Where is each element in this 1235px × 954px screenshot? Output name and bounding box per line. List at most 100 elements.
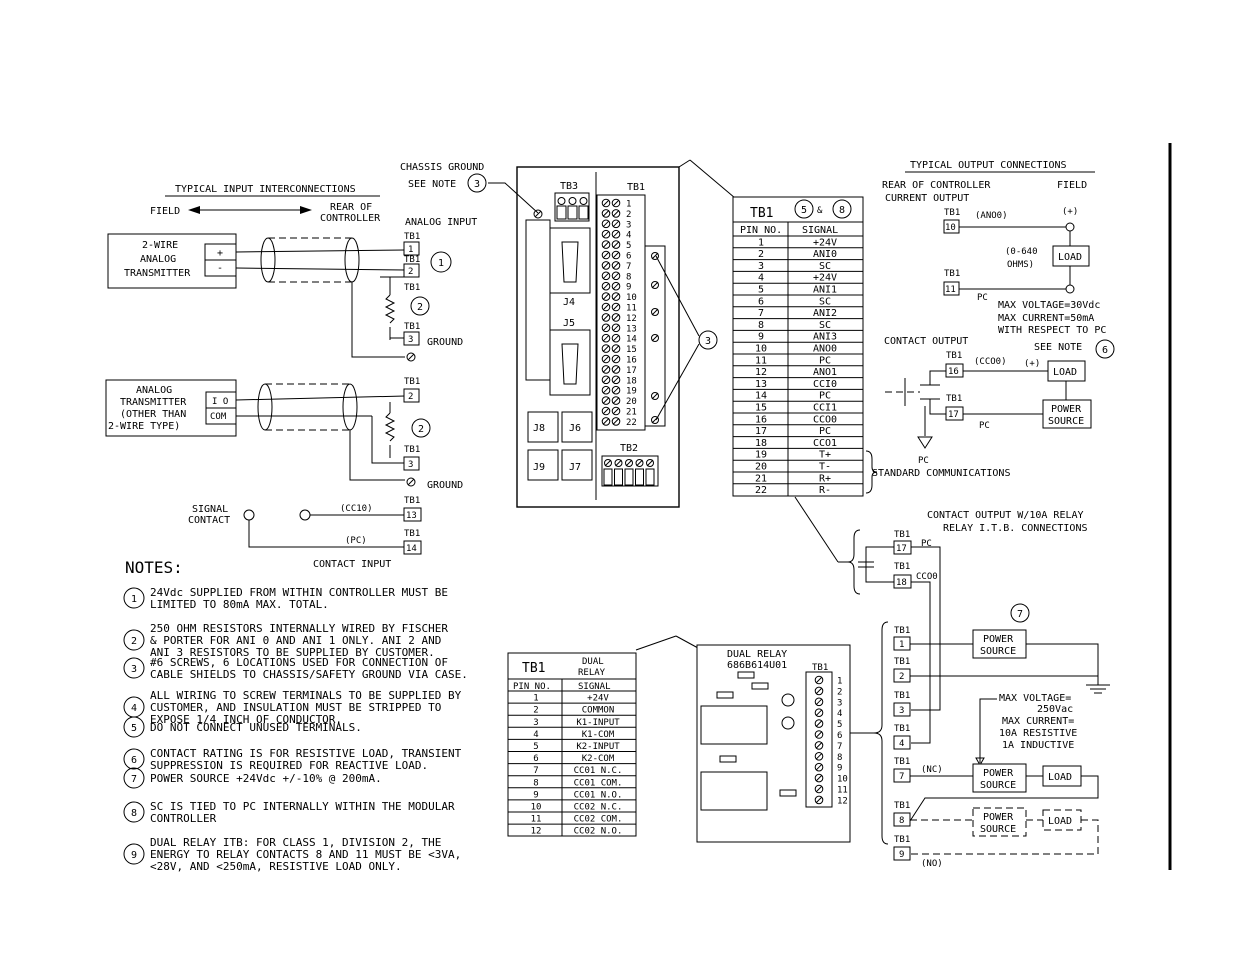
tb1-col-pin: PIN NO. [740,225,782,236]
cable-shield-ellipse [344,237,360,283]
label-text: TB1 [894,724,910,734]
callout-1 [430,251,452,273]
load-box-1 [1052,245,1090,267]
pc-label: (PC) [345,536,367,546]
dual-row-pin: 7 [533,766,538,776]
relay-term-number: 10 [837,775,848,785]
label-text: TB1 [894,801,910,811]
note-text-line: SC IS TIED TO PC INTERNALLY WITHIN THE M… [150,800,455,813]
tb1-term-number: 21 [626,408,637,418]
dual-row-signal: K2-INPUT [576,742,620,752]
relay-term-number: 9 [837,764,842,774]
relay-no-label: (NO) [921,859,943,869]
tb1-row-pin: 19 [755,450,767,461]
circle-shape [1065,222,1075,232]
circle-shape [611,396,621,405]
dual-row-pin: 8 [533,778,538,788]
circle-shape [1010,603,1030,623]
note-text-line: POWER SOURCE +24Vdc +/-10% @ 200mA. [150,772,382,785]
note-number: 1 [131,594,137,605]
tb1-row-signal: SC [819,320,831,331]
label-text: RELAY [578,668,606,678]
outline-box [578,205,589,220]
label-text: TB1 [944,208,960,218]
wire-line [602,386,610,394]
wire-line [651,252,659,260]
label-text: LOAD [1053,367,1077,378]
circle-shape [1065,284,1075,294]
label-text: POWER [1051,404,1082,415]
dual-row-signal: K1-COM [582,730,615,740]
relay-screw-icon [814,719,824,728]
tb1-row-signal: SC [819,261,831,272]
label-text: SEE NOTE [1034,342,1082,353]
wire-line [651,308,659,316]
field-label: FIELD [150,206,180,217]
note-text-line: #6 SCREWS, 6 LOCATIONS USED FOR CONNECTI… [150,656,448,669]
dual-relay-board-title-1: DUAL RELAY [727,649,787,660]
tb1-screw-icon [601,385,611,395]
wire-line [612,418,620,425]
wire-line [815,698,823,706]
relay-term-number: 5 [837,720,842,730]
outline-box [645,468,655,486]
tb1-screw-icon [601,344,611,353]
tb1-row-pin: 12 [755,367,767,378]
wire-line [612,345,620,352]
shield-screw-icon [651,392,659,400]
outline-box [403,241,420,256]
wire-line [407,478,415,486]
dual-row-pin: 12 [531,827,542,837]
tx2-line-1: ANALOG [136,385,172,396]
dual-relay-table-title: TB1 [522,661,545,676]
circle-shape [611,302,621,312]
tb1-row-signal: ANI3 [813,332,837,343]
circle-shape [467,173,487,193]
outline-box [893,846,911,861]
outline-box [719,755,737,763]
relay-term-number: 6 [837,731,842,741]
relay-max-current: MAX CURRENT= [1002,716,1074,727]
wire-line [235,267,406,271]
relay-term-number: 4 [837,709,842,719]
tb1-row-signal: ANI2 [813,308,837,319]
wire-line [602,262,610,269]
tb1-row-pin: 16 [755,414,767,425]
label-text: TB1 [894,562,910,572]
note-text-line: CONTACT RATING IS FOR RESISTIVE LOAD, TR… [150,747,462,760]
tb1-row-pin: 2 [758,249,764,260]
wire-line [646,459,654,467]
circle-shape [614,459,623,467]
chassis-screw-icon [533,209,543,219]
j4-label: J4 [563,297,575,308]
outline-box [893,735,911,750]
outline-box [567,205,578,220]
wire-line [612,397,620,404]
current-output-label: CURRENT OUTPUT [885,193,969,204]
label-text: SOURCE [980,824,1016,835]
circle-shape [410,296,430,316]
outline-box [751,682,769,690]
tb1-row-pin: 21 [755,473,767,484]
tb1-term-number: 17 [626,366,637,376]
pc-ground-triangle-icon [917,436,933,449]
shield-screw-strip [644,245,666,427]
circle-shape [243,509,255,521]
wire-line [602,366,610,373]
label-text: SOURCE [980,780,1016,791]
tb1-label: TB1 [627,182,645,193]
note-text-line: ALL WIRING TO SCREW TERMINALS TO BE SUPP… [150,689,462,702]
label-text: LOAD [1048,816,1072,827]
relay-inductive: 1A INDUCTIVE [1002,740,1074,751]
out-term-10: 10 [945,223,956,233]
tb1-screw-icon [601,219,611,229]
shield-screw-icon [651,334,659,342]
dual-relay-board-title-2: 686B614U01 [727,660,787,671]
dual-col-pin: PIN NO. [513,682,551,692]
dual-row-signal: COMMON [582,706,615,716]
rear-label-2: CONTROLLER [320,213,381,224]
relay-screw-icon [814,730,824,739]
circle-shape [625,459,633,467]
